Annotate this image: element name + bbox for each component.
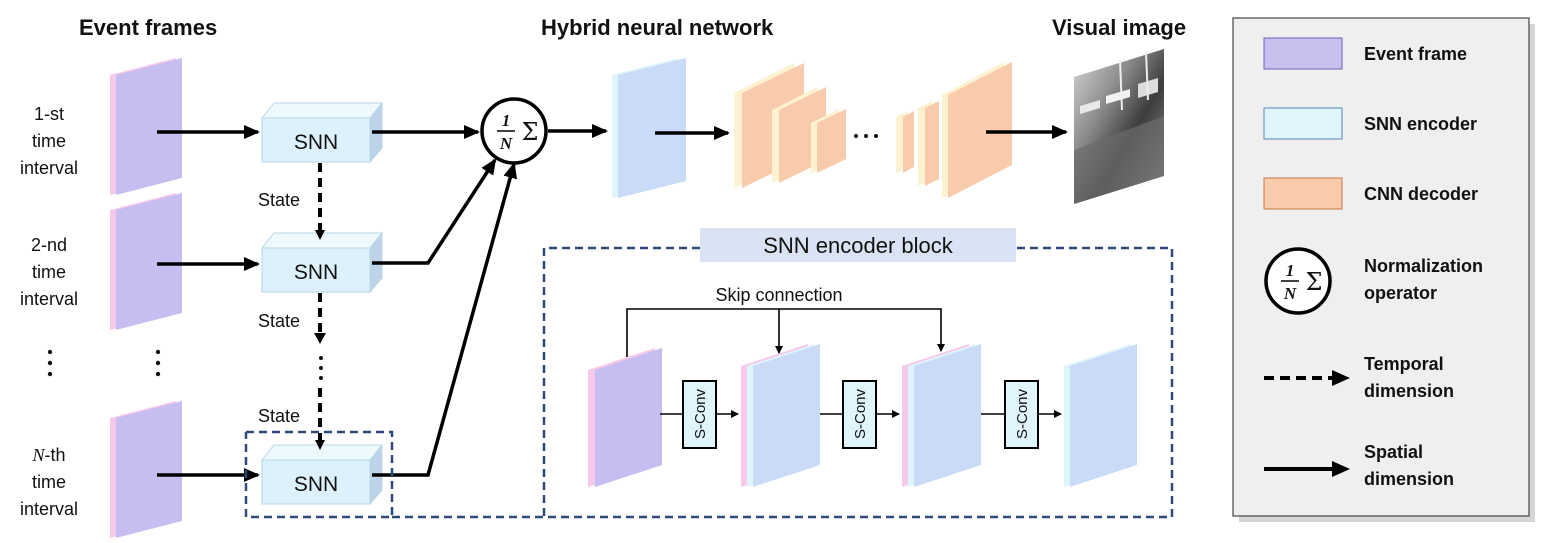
legend-label-temporal-2: dimension	[1364, 381, 1454, 401]
row-label-n-line2: time	[32, 472, 66, 492]
operator-numerator: 1	[502, 111, 511, 130]
snn-block-2: SNN	[260, 231, 384, 294]
ellipsis-snn	[319, 356, 323, 380]
legend-operator-denominator: N	[1283, 284, 1297, 303]
row-label-2: 2-nd time interval	[20, 235, 78, 309]
row-label-1-line1: 1-st	[34, 104, 64, 124]
encoder-output-map	[612, 58, 686, 198]
state-label-1: State	[258, 190, 300, 210]
legend-swatch-cnn-decoder	[1263, 177, 1343, 210]
row-label-n-italic: N	[31, 445, 45, 465]
stage2-map-c	[914, 344, 981, 487]
row-label-1-line2: time	[32, 131, 66, 151]
legend-item-normalization: 1 N Σ Normalization operator	[1264, 247, 1483, 315]
event-frame-1	[110, 58, 182, 195]
state-label-3: State	[258, 406, 300, 426]
legend-label-normalization-2: operator	[1364, 283, 1437, 303]
legend-operator-numerator: 1	[1286, 261, 1295, 280]
legend-swatch-snn-encoder	[1263, 107, 1343, 140]
row-label-n-suffix: -th	[45, 445, 66, 465]
sconv-label-1: S-Conv	[692, 388, 709, 439]
stage1-map-c	[753, 344, 820, 487]
skip-connection-line	[626, 308, 945, 357]
skip-connection-label: Skip connection	[715, 285, 842, 305]
temporal-arrowhead-2	[314, 333, 326, 344]
ellipsis-left	[47, 349, 161, 377]
arrow-snnn-operator	[372, 162, 518, 477]
legend-label-temporal-1: Temporal	[1364, 354, 1444, 374]
normalization-operator: 1 N Σ	[480, 97, 548, 165]
row-label-n: N-th time interval	[20, 445, 78, 519]
row-label-n-line3: interval	[20, 499, 78, 519]
legend-solid-arrowhead	[1332, 461, 1350, 477]
header-hybrid-network: Hybrid neural network	[541, 15, 774, 40]
operator-sigma: Σ	[522, 118, 539, 146]
legend-label-event-frame: Event frame	[1364, 44, 1467, 64]
legend-label-spatial-1: Spatial	[1364, 442, 1423, 462]
sconv-box-1	[682, 380, 717, 449]
legend-item-event-frame: Event frame	[1263, 37, 1467, 70]
legend-panel: Event frame SNN encoder CNN decoder 1 N …	[1232, 17, 1535, 522]
row-label-n-line1: N-th	[31, 445, 65, 465]
row-label-2-line1: 2-nd	[31, 235, 67, 255]
row-label-1-line3: interval	[20, 158, 78, 178]
encoder-block-title: SNN encoder block	[763, 233, 954, 258]
row-label-2-line3: interval	[20, 289, 78, 309]
legend-swatch-event-frame	[1263, 37, 1343, 70]
snn-block-1: SNN	[260, 101, 384, 164]
legend-label-spatial-2: dimension	[1364, 469, 1454, 489]
snn-n-highlight-box	[244, 430, 394, 519]
legend-item-snn-encoder: SNN encoder	[1263, 107, 1477, 140]
legend-dashed-arrowhead	[1332, 370, 1350, 386]
legend-label-normalization-1: Normalization	[1364, 256, 1483, 276]
snn-block-n-label: SNN	[294, 473, 338, 496]
header-visual-image: Visual image	[1052, 15, 1186, 40]
snn-block-2-label: SNN	[294, 261, 338, 284]
event-frame-2	[110, 193, 182, 330]
cnn-decoder-stack	[734, 62, 1012, 198]
arrow-snn2-operator	[372, 158, 497, 265]
output-map	[1070, 344, 1137, 487]
legend-operator-sigma: Σ	[1306, 268, 1323, 296]
row-label-1: 1-st time interval	[20, 104, 78, 178]
snn-encoder-block: SNN encoder block Skip connection S-Conv…	[244, 228, 1174, 519]
legend-item-cnn-decoder: CNN decoder	[1263, 177, 1478, 210]
visual-image-thumbnail	[1074, 49, 1164, 204]
legend-item-temporal: Temporal dimension	[1264, 354, 1454, 401]
block-input-map	[595, 348, 662, 487]
legend-label-cnn-decoder: CNN decoder	[1364, 184, 1478, 204]
event-frame-n	[110, 401, 182, 538]
header-event-frames: Event frames	[79, 15, 217, 40]
snn-block-1-label: SNN	[294, 131, 338, 154]
legend-item-spatial: Spatial dimension	[1264, 442, 1454, 489]
sconv-box-2	[842, 380, 877, 449]
sconv-label-3: S-Conv	[1014, 388, 1031, 439]
legend-label-snn-encoder: SNN encoder	[1364, 114, 1477, 134]
sconv-box-3	[1004, 380, 1039, 449]
snn-block-n: SNN	[260, 443, 384, 506]
sconv-label-2: S-Conv	[852, 388, 869, 439]
state-label-2: State	[258, 311, 300, 331]
encoder-block-border	[392, 246, 1174, 519]
operator-denominator: N	[499, 134, 513, 153]
row-label-2-line2: time	[32, 262, 66, 282]
encoder-block-title-bg	[700, 228, 1016, 262]
